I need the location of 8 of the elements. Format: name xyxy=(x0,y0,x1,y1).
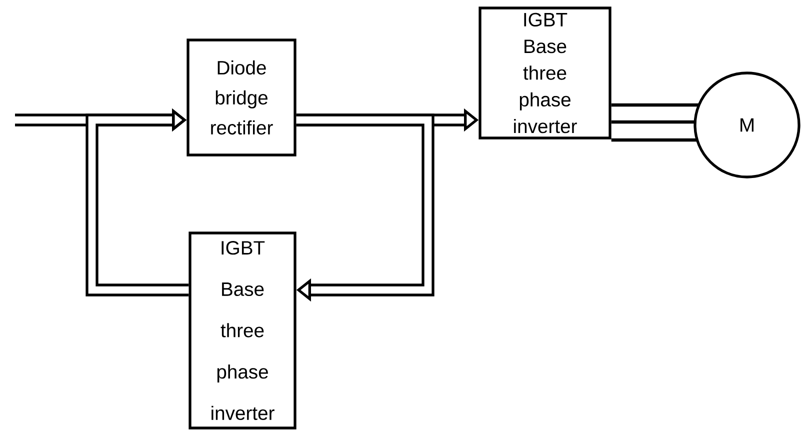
process-box: Diode bridge rectifier xyxy=(186,38,296,156)
process-box: IGBT Base three phase inverter xyxy=(188,232,296,430)
process-box: IGBT Base three phase inverter xyxy=(478,6,612,140)
wire xyxy=(611,138,698,142)
hollow-arrow xyxy=(296,114,434,302)
hollow-arrow xyxy=(86,108,189,296)
wire xyxy=(611,103,699,107)
wire xyxy=(611,120,696,124)
